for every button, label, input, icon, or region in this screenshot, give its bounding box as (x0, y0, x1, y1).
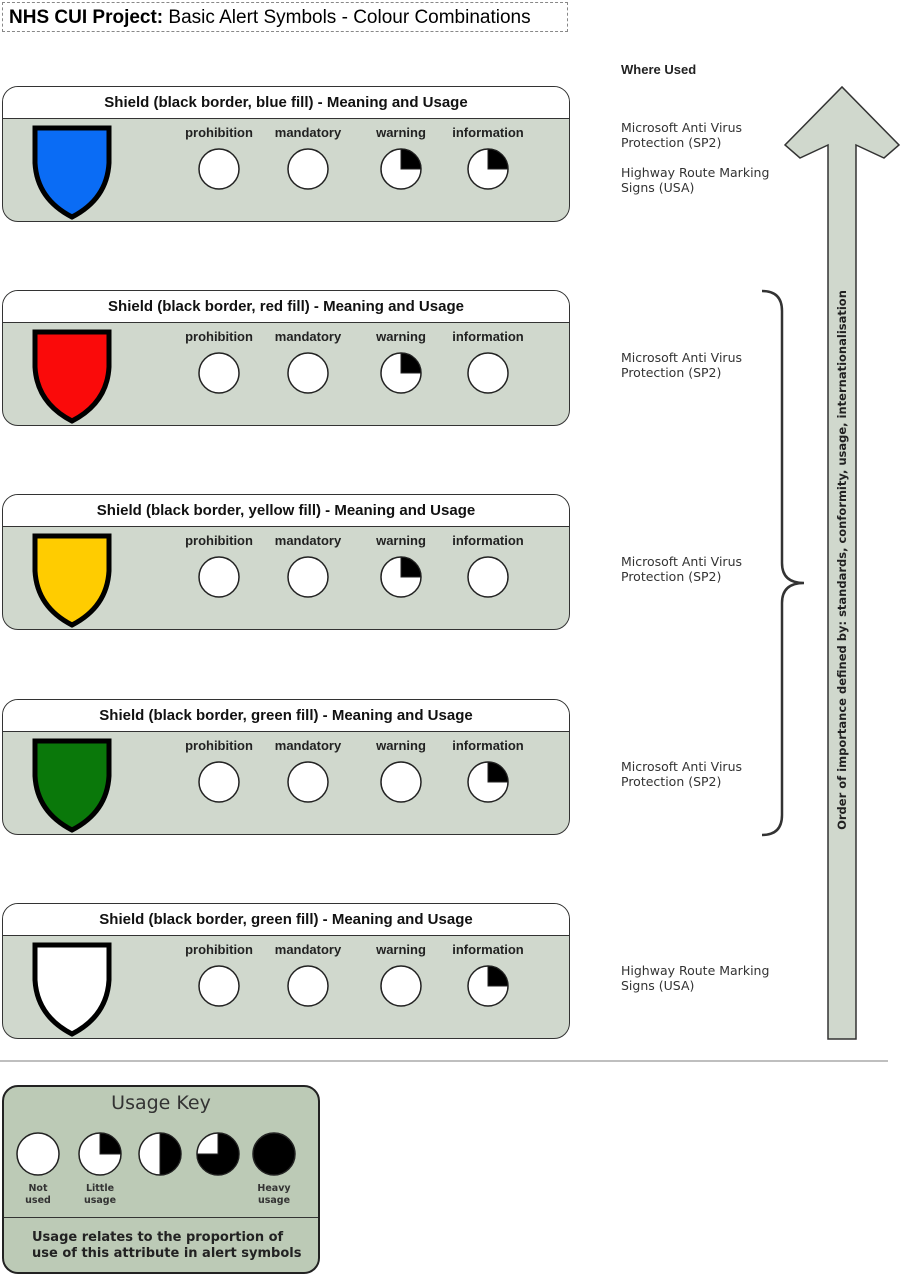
usage-pie-icon (467, 556, 509, 598)
usage-pie-icon (198, 352, 240, 394)
usage-pie-icon (380, 148, 422, 190)
usage-pie-icon (198, 556, 240, 598)
usage-pie-icon (287, 556, 329, 598)
usage-pie-icon (252, 1132, 296, 1176)
where-used-item: Microsoft Anti Virus Protection (SP2) (621, 759, 743, 789)
attribute-label: information (452, 533, 524, 548)
attribute-label: prohibition (185, 533, 253, 548)
shield-icon (32, 533, 112, 628)
usage-pie-icon (467, 148, 509, 190)
attribute-label: mandatory (274, 125, 342, 140)
attribute-label: prohibition (185, 942, 253, 957)
attribute-label: warning (376, 942, 426, 957)
shield-icon (32, 738, 112, 833)
title-project: NHS CUI Project: (9, 7, 164, 28)
label-line: used (25, 1195, 51, 1206)
attribute-label: information (452, 738, 524, 753)
usage-pie-icon (287, 352, 329, 394)
usage-pie-icon (198, 965, 240, 1007)
where-used-heading: Where Used (621, 62, 697, 77)
panel-title: Shield (black border, blue fill) - Meani… (3, 87, 569, 119)
attribute-label: prohibition (185, 125, 253, 140)
usage-pie-icon (198, 148, 240, 190)
usage-pie-icon (196, 1132, 240, 1176)
usage-key-title: Usage Key (111, 1092, 211, 1114)
where-used-item: Microsoft Anti Virus Protection (SP2) (621, 120, 743, 150)
usage-key-divider (4, 1217, 318, 1218)
panel-title: Shield (black border, green fill) - Mean… (3, 904, 569, 936)
panel-title: Shield (black border, red fill) - Meanin… (3, 291, 569, 323)
usage-pie-icon (467, 965, 509, 1007)
label-line: Not (28, 1183, 48, 1194)
panel-title: Shield (black border, yellow fill) - Mea… (3, 495, 569, 527)
usage-pie-icon (467, 352, 509, 394)
attribute-label: information (452, 125, 524, 140)
shield-panel: Shield (black border, green fill) - Mean… (2, 903, 570, 1039)
shield-panel: Shield (black border, red fill) - Meanin… (2, 290, 570, 426)
usage-pie-icon (380, 965, 422, 1007)
usage-pie-icon (78, 1132, 122, 1176)
attribute-label: warning (376, 738, 426, 753)
shield-icon (32, 125, 112, 220)
usage-pie-icon (16, 1132, 60, 1176)
shield-panel: Shield (black border, yellow fill) - Mea… (2, 494, 570, 630)
usage-pie-icon (467, 761, 509, 803)
footer-line: Usage relates to the proportion of (32, 1230, 284, 1245)
title-text: Basic Alert Symbols - Colour Combination… (163, 7, 531, 28)
usage-pie-icon (287, 148, 329, 190)
attribute-label: mandatory (274, 738, 342, 753)
shield-panel: Shield (black border, blue fill) - Meani… (2, 86, 570, 222)
where-used-item: Microsoft Anti Virus Protection (SP2) (621, 350, 743, 380)
usage-pie-icon (138, 1132, 182, 1176)
attribute-label: warning (376, 125, 426, 140)
shield-panel: Shield (black border, green fill) - Mean… (2, 699, 570, 835)
attribute-label: warning (376, 329, 426, 344)
shield-icon (32, 942, 112, 1037)
panel-title: Shield (black border, green fill) - Mean… (3, 700, 569, 732)
brace (761, 289, 805, 837)
attribute-label: information (452, 329, 524, 344)
attribute-label: warning (376, 533, 426, 548)
attribute-label: information (452, 942, 524, 957)
where-used-item: Microsoft Anti Virus Protection (SP2) (621, 554, 743, 584)
label-line: Heavy (257, 1183, 291, 1194)
usage-pie-icon (287, 965, 329, 1007)
attribute-label: mandatory (274, 329, 342, 344)
attribute-label: prohibition (185, 329, 253, 344)
where-used-item: Highway Route Marking Signs (USA) (621, 165, 770, 195)
attribute-label: mandatory (274, 942, 342, 957)
page-title: NHS CUI Project: Basic Alert Symbols - C… (2, 2, 568, 32)
importance-arrow (783, 85, 901, 1040)
usage-pie-icon (198, 761, 240, 803)
usage-pie-icon (380, 761, 422, 803)
label-line: Little (85, 1183, 115, 1194)
label-line: usage (257, 1195, 291, 1206)
label-line: usage (83, 1195, 117, 1206)
usage-pie-icon (380, 352, 422, 394)
importance-label: Order of importance defined by: standard… (835, 290, 849, 830)
usage-pie-icon (380, 556, 422, 598)
footer-line: use of this attribute in alert symbols (32, 1246, 302, 1261)
attribute-label: prohibition (185, 738, 253, 753)
attribute-label: mandatory (274, 533, 342, 548)
shield-icon (32, 329, 112, 424)
usage-pie-icon (287, 761, 329, 803)
where-used-item: Highway Route Marking Signs (USA) (621, 963, 770, 993)
